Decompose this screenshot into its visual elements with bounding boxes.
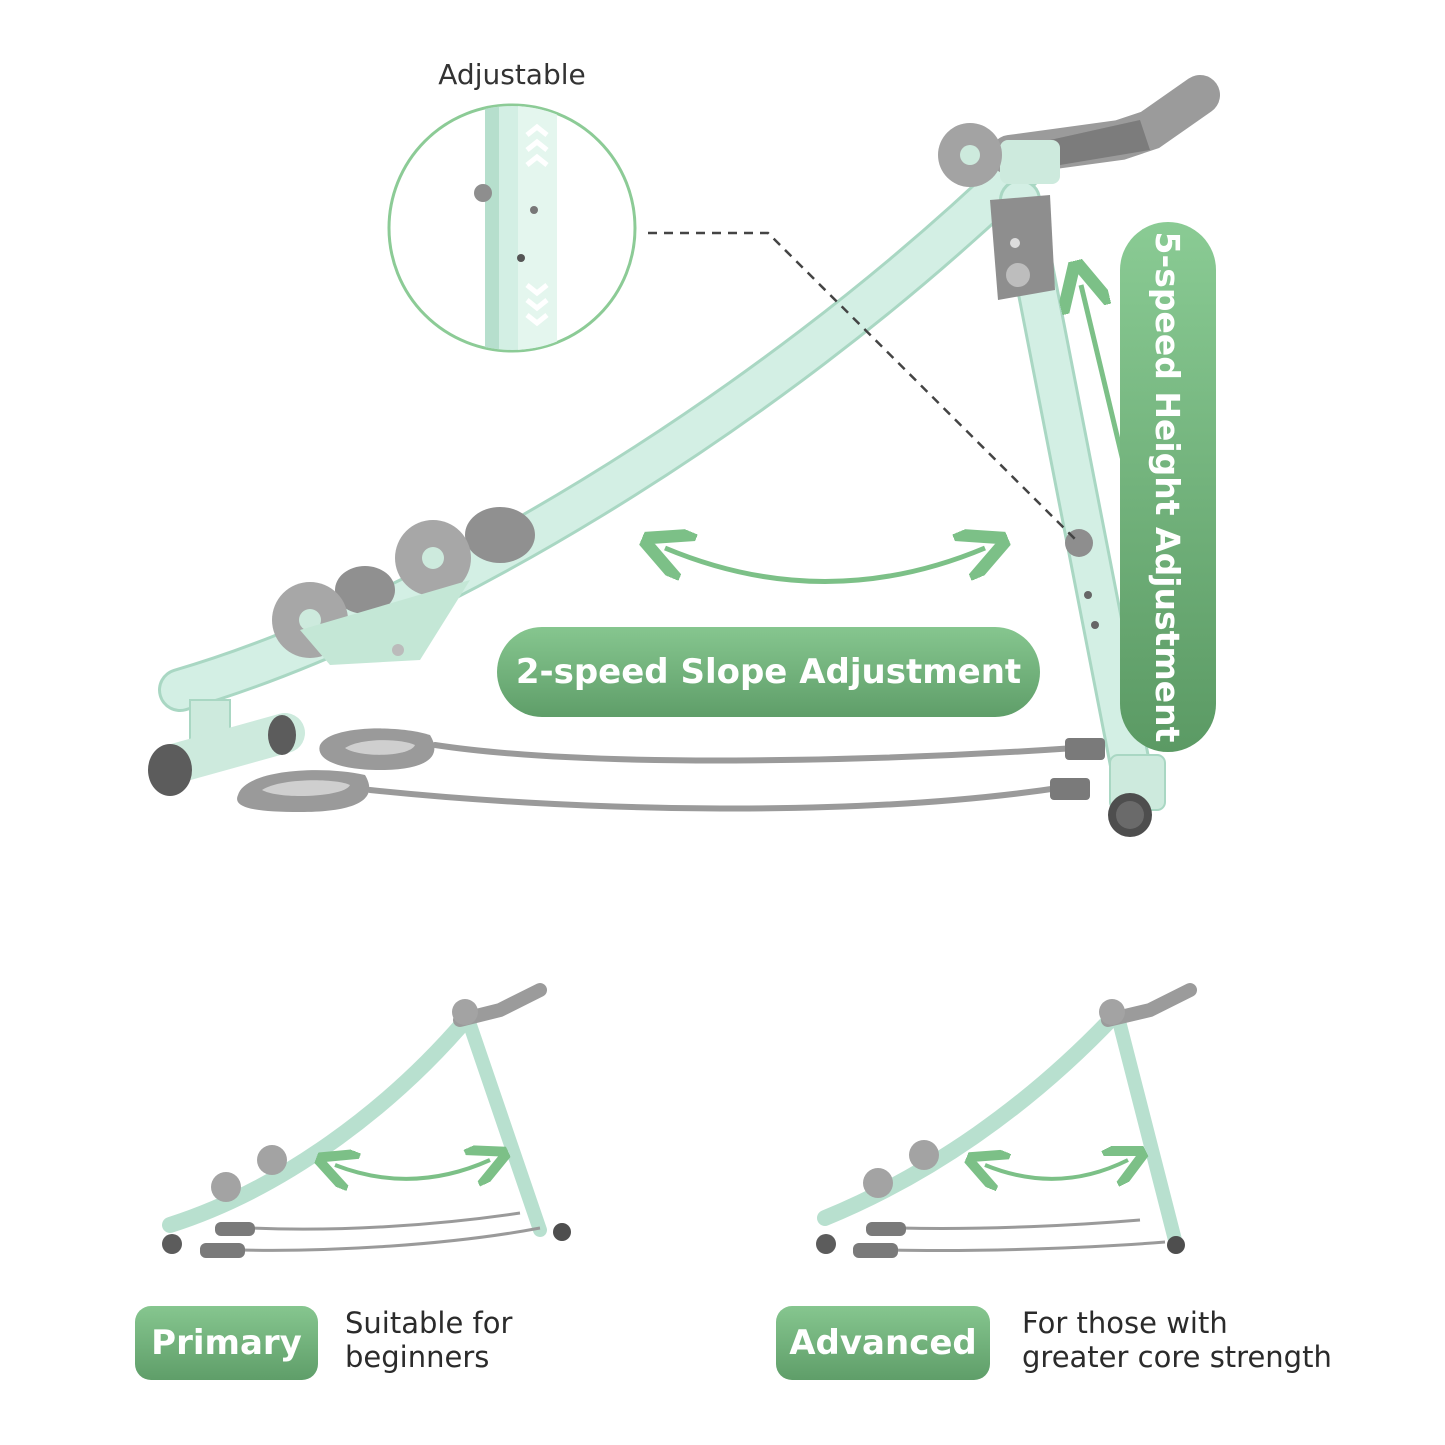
slope-adjustment-text: 2-speed Slope Adjustment [515, 652, 1022, 692]
advanced-description: For those with greater core strength [1022, 1306, 1352, 1374]
foot-cap-right [268, 715, 296, 755]
advanced-slope-arrow [985, 1160, 1128, 1179]
zoom-circle [387, 103, 637, 353]
knee-pad-rollers [272, 507, 535, 658]
band-handles [237, 728, 435, 812]
slope-arrow [665, 548, 985, 584]
callout-line [648, 231, 1080, 544]
primary-machine-illustration [162, 983, 571, 1258]
resistance-bands [367, 742, 1078, 812]
advanced-badge: Advanced [776, 1306, 990, 1380]
primary-badge-text: Primary [151, 1323, 302, 1363]
primary-badge: Primary [135, 1306, 318, 1380]
advanced-desc-line1: For those with [1022, 1306, 1228, 1340]
primary-desc-line2: beginners [345, 1340, 490, 1374]
height-adjustment-pill [1120, 222, 1216, 752]
main-ab-machine [148, 75, 1220, 837]
zoom-label: Adjustable [438, 58, 586, 91]
slope-adjustment-label: 2-speed Slope Adjustment [497, 627, 1040, 717]
advanced-badge-text: Advanced [789, 1323, 977, 1363]
height-adjustment-text: 5-speed Height Adjustment [1148, 231, 1188, 743]
primary-description: Suitable for beginners [345, 1306, 575, 1374]
advanced-machine-illustration [816, 983, 1197, 1258]
advanced-desc-line2: greater core strength [1022, 1340, 1332, 1374]
primary-slope-arrow [335, 1160, 490, 1179]
foot-cap-left [148, 744, 192, 796]
primary-desc-line1: Suitable for [345, 1306, 513, 1340]
